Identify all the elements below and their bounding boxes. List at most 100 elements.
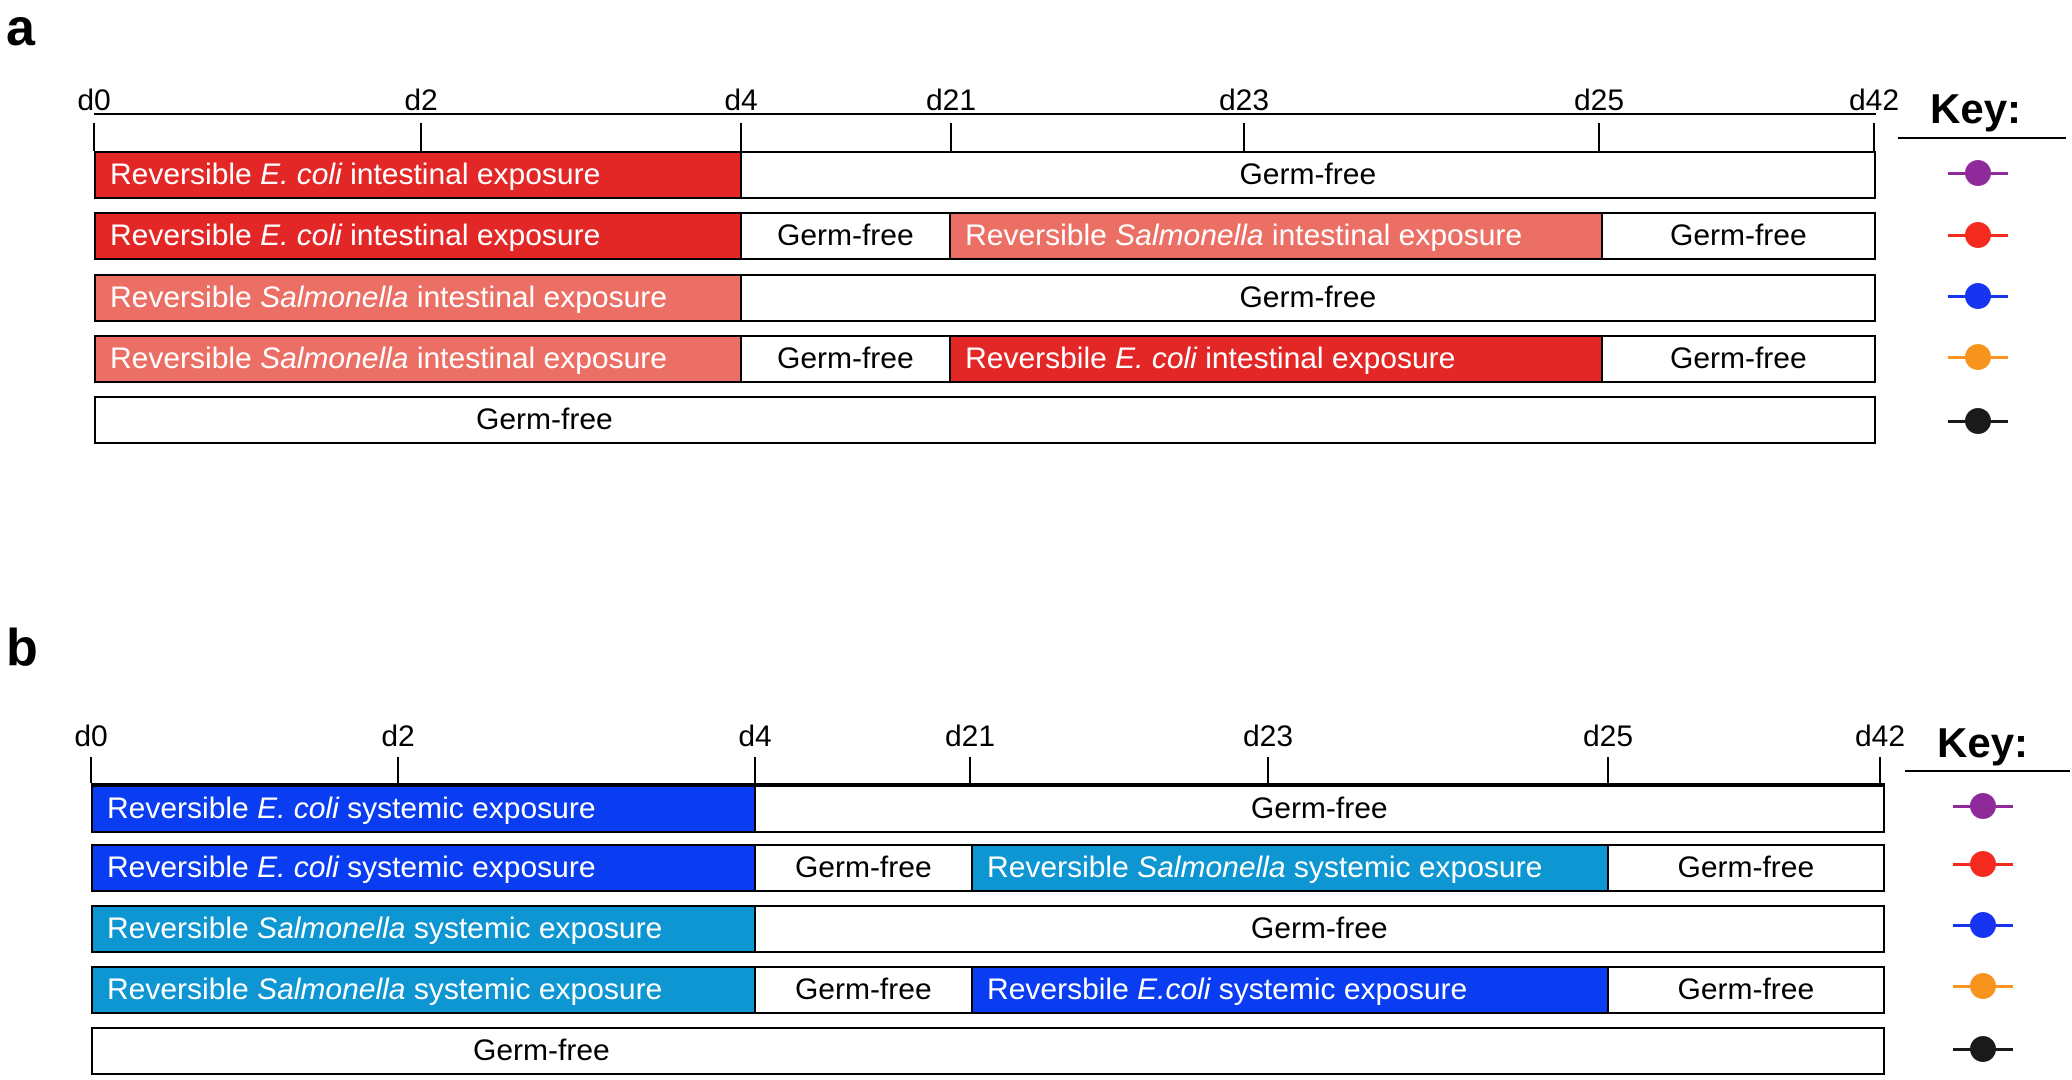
segment-label-suffix: systemic exposure (338, 792, 596, 825)
segment-label-suffix: intestinal exposure (408, 342, 667, 375)
timeline-row: Reversible E. coli systemic exposure Germ… (91, 844, 1885, 892)
panel-a: a d0 d2 d4 d21 d23 d25 d42 Reversible E. coli … (6, 0, 2066, 444)
exposure-segment: Reversible Salmonella systemic exposure (93, 907, 756, 951)
axis-tick (1873, 123, 1875, 151)
segment-label: Reversible (110, 342, 261, 375)
germ-free-segment: Germ-free (1602, 337, 1875, 381)
orange-marker-icon (1948, 342, 2008, 372)
segment-label: Germ-free (794, 851, 932, 884)
axis-tick (1243, 123, 1245, 151)
tick-label: d4 (738, 720, 772, 753)
timeline-row: Reversible Salmonella intestinal exposur… (94, 274, 1876, 322)
tick-label: d2 (381, 720, 415, 753)
exposure-segment: Reversbile E. coli intestinal exposure (951, 337, 1603, 381)
organism-name: Salmonella (260, 281, 409, 314)
segment-label: Germ-free (476, 403, 613, 436)
segment-label: Reversible (107, 973, 258, 1006)
organism-name: E. coli (257, 792, 339, 825)
timeline-row: Germ-free (91, 1027, 1885, 1075)
tick-label: d2 (404, 84, 438, 117)
panel-letter: a (6, 0, 35, 57)
segment-label: Germ-free (794, 973, 932, 1006)
tick-label: d25 (1582, 720, 1634, 753)
axis-tick (420, 123, 422, 151)
tick-label: d42 (1854, 720, 1906, 753)
axis-tick (969, 757, 971, 783)
key-underline (1898, 137, 2066, 139)
red-marker-icon (1953, 849, 2013, 879)
timeline-row: Reversible E. coli intestinal exposure Ge… (94, 212, 1876, 260)
germ-free-segment: Germ-free (1608, 846, 1884, 890)
segment-label: Germ-free (1239, 158, 1377, 191)
axis-tick (1607, 757, 1609, 783)
exposure-segment: Reversible E. coli intestinal exposure (96, 214, 742, 258)
segment-label-suffix: systemic exposure (405, 912, 663, 945)
axis-tick (93, 123, 95, 151)
germ-free-segment: Germ-free (755, 907, 1883, 951)
segment-label: Germ-free (776, 219, 914, 252)
timeline-axis (94, 113, 1876, 115)
axis-tick (397, 757, 399, 783)
segment-label: Reversbile (987, 973, 1138, 1006)
key-title: Key: (1930, 85, 2022, 132)
tick-label: d23 (1218, 84, 1270, 117)
germ-free-segment: Germ-free (755, 846, 974, 890)
organism-name: Salmonella (260, 342, 409, 375)
germ-free-segment: Germ-free (1608, 968, 1884, 1012)
key-title: Key: (1937, 719, 2029, 766)
segment-label-suffix: systemic exposure (405, 973, 663, 1006)
segment-label: Reversible (107, 851, 258, 884)
tick-label: d42 (1848, 84, 1900, 117)
tick-label: d21 (925, 84, 977, 117)
tick-label: d23 (1242, 720, 1294, 753)
germ-free-segment: Germ-free (755, 968, 974, 1012)
segment-label-suffix: intestinal exposure (341, 158, 601, 191)
exposure-segment: Reversbile E.coli systemic exposure (973, 968, 1609, 1012)
blue-marker-icon (1953, 910, 2013, 940)
black-marker-icon (1953, 1034, 2013, 1064)
organism-name: Salmonella (257, 912, 406, 945)
germ-free-segment: Germ-free (96, 398, 1874, 442)
organism-name: E. coli (260, 158, 342, 191)
segment-label-suffix: intestinal exposure (408, 281, 667, 314)
timeline-row: Reversible Salmonella intestinal exposur… (94, 335, 1876, 383)
axis-tick (1267, 757, 1269, 783)
segment-label: Germ-free (776, 342, 914, 375)
germ-free-segment: Germ-free (741, 337, 952, 381)
purple-marker-icon (1953, 791, 2013, 821)
segment-label-suffix: intestinal exposure (1196, 342, 1456, 375)
panel-letter: b (6, 619, 38, 677)
axis-tick (754, 757, 756, 783)
segment-label: Germ-free (473, 1034, 610, 1067)
exposure-segment: Reversible Salmonella intestinal exposur… (96, 276, 742, 320)
germ-free-segment: Germ-free (741, 276, 1874, 320)
key-underline (1905, 770, 2070, 772)
segment-label-suffix: systemic exposure (338, 851, 596, 884)
exposure-segment: Reversible Salmonella intestinal exposur… (96, 337, 742, 381)
axis-tick (740, 123, 742, 151)
tick-label: d0 (77, 84, 111, 117)
segment-label: Reversible (965, 219, 1116, 252)
purple-marker-icon (1948, 158, 2008, 188)
tick-label: d0 (74, 720, 108, 753)
segment-label-suffix: intestinal exposure (1263, 219, 1523, 252)
exposure-segment: Reversible E. coli systemic exposure (93, 846, 756, 890)
segment-label: Germ-free (1239, 281, 1377, 314)
segment-label: Reversible (987, 851, 1138, 884)
organism-name: Salmonella (1115, 219, 1264, 252)
black-marker-icon (1948, 406, 2008, 436)
segment-label: Reversible (107, 792, 258, 825)
tick-label: d25 (1573, 84, 1625, 117)
organism-name: Salmonella (1137, 851, 1286, 884)
tick-label: d21 (944, 720, 996, 753)
germ-free-segment: Germ-free (93, 1029, 1883, 1073)
germ-free-segment: Germ-free (741, 153, 1874, 197)
segment-label: Germ-free (1669, 342, 1807, 375)
timeline-axis (91, 783, 1885, 785)
red-marker-icon (1948, 220, 2008, 250)
tick-label: d4 (724, 84, 758, 117)
